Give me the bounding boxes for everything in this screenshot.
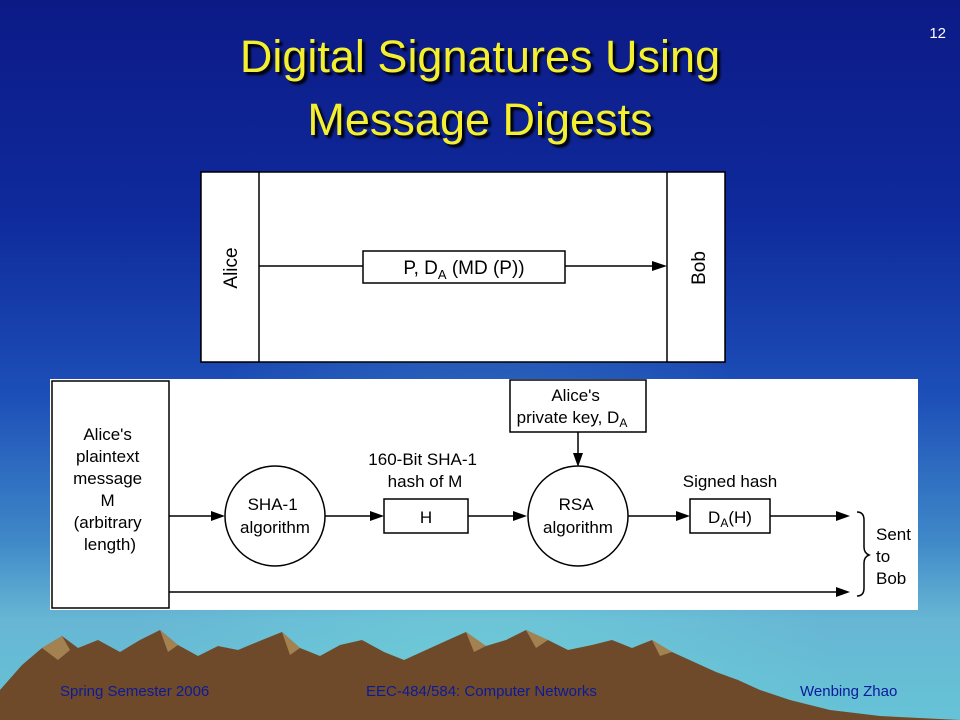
signed-hash-caption: Signed hash xyxy=(683,472,778,491)
private-key-sub: A xyxy=(619,416,627,430)
signed-hash-prefix: D xyxy=(708,508,720,527)
page-number: 12 xyxy=(929,25,946,42)
sha1-label: SHA-1 algorithm xyxy=(240,495,310,537)
private-key-line: Alice's xyxy=(551,386,600,405)
sent-line: Bob xyxy=(876,569,906,588)
sha1-line: SHA-1 xyxy=(248,495,298,514)
plaintext-box xyxy=(51,380,170,609)
message-label: P, DA (MD (P)) xyxy=(403,258,524,282)
rsa-line: RSA xyxy=(559,495,595,514)
bypass-arrowhead xyxy=(836,587,850,597)
plaintext-line: (arbitrary xyxy=(74,513,143,532)
flow-arrowhead-4 xyxy=(676,511,690,521)
private-key-label: Alice's private key, DA xyxy=(517,386,628,430)
plaintext-line: M xyxy=(101,491,115,510)
sent-brace xyxy=(856,511,872,597)
plaintext-line: message xyxy=(73,469,142,488)
alice-label: Alice xyxy=(221,247,242,288)
message-prefix: P, D xyxy=(403,258,438,279)
plaintext-line: length) xyxy=(84,535,136,554)
sent-line: to xyxy=(876,547,890,566)
rsa-label: RSA algorithm xyxy=(543,495,613,537)
hash-caption-line: 160-Bit SHA-1 xyxy=(368,450,477,469)
message-sub: A xyxy=(438,267,447,282)
footer-right: Wenbing Zhao xyxy=(800,683,898,700)
sent-label: Sent to Bob xyxy=(876,525,916,588)
private-key-line: private key, D xyxy=(517,408,620,427)
plaintext-line: Alice's xyxy=(83,425,132,444)
sha1-line: algorithm xyxy=(240,518,310,537)
key-arrowhead xyxy=(573,453,583,467)
flow-arrowhead-3 xyxy=(513,511,527,521)
flow-arrowhead-5 xyxy=(836,511,850,521)
sent-line: Sent xyxy=(876,525,911,544)
slide-title-line2: Message Digests xyxy=(307,94,653,145)
hash-caption-line: hash of M xyxy=(388,472,463,491)
alice-box xyxy=(200,171,260,363)
flow-arrowhead-2 xyxy=(370,511,384,521)
hash-caption: 160-Bit SHA-1 hash of M xyxy=(368,450,481,491)
signed-hash-label: DA(H) xyxy=(708,508,752,530)
flow-arrowhead-1 xyxy=(211,511,225,521)
plaintext-label: Alice's plaintext message M (arbitrary l… xyxy=(73,425,147,554)
plaintext-line: plaintext xyxy=(76,447,140,466)
slide-title-line1: Digital Signatures Using xyxy=(239,31,721,82)
footer-left: Spring Semester 2006 xyxy=(60,683,210,700)
message-suffix: (MD (P)) xyxy=(447,258,525,279)
bob-label: Bob xyxy=(689,251,710,285)
hash-box xyxy=(383,498,469,534)
signed-hash-suffix: (H) xyxy=(728,508,752,527)
signed-hash-sub: A xyxy=(720,516,728,530)
signed-hash-box xyxy=(689,498,771,534)
bottom-diagram-panel xyxy=(50,379,918,610)
mountain-shape xyxy=(0,630,960,720)
footer-center: EEC-484/584: Computer Networks xyxy=(366,683,597,700)
bob-box xyxy=(666,171,726,363)
rsa-line: algorithm xyxy=(543,518,613,537)
mountain-highlights xyxy=(42,630,672,660)
top-arrowhead xyxy=(652,261,667,271)
hash-box-label: H xyxy=(420,508,432,527)
message-box xyxy=(362,250,566,284)
